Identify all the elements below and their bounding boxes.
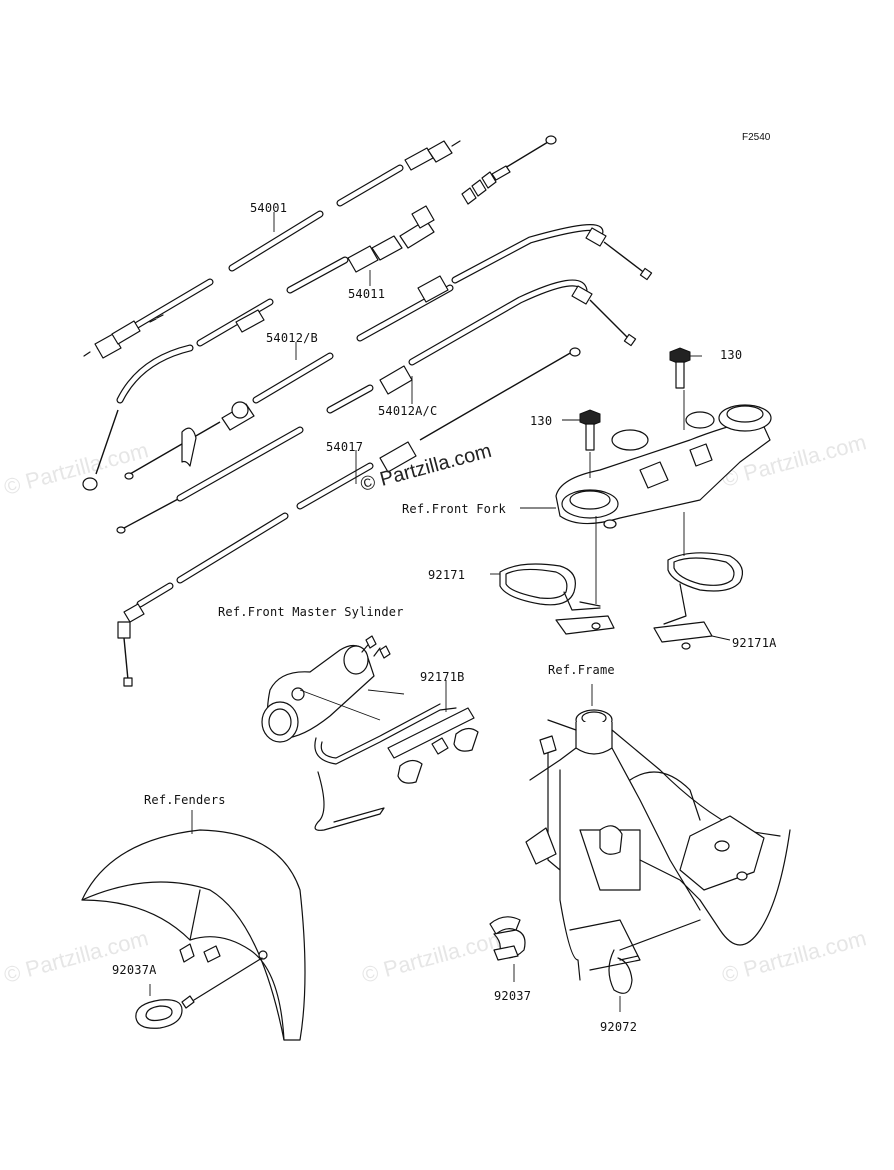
callout-54017: 54017 (326, 440, 364, 454)
ref-fenders: Ref.Fenders (144, 793, 226, 807)
callout-54011: 54011 (348, 287, 386, 301)
callout-54012b: 54012/B (266, 331, 318, 345)
callout-92171: 92171 (428, 568, 466, 582)
upper-triple-clamp (555, 347, 772, 529)
cable-54012b (124, 224, 653, 480)
callout-92037a: 92037A (112, 963, 157, 977)
clamp-92072 (608, 949, 639, 1012)
cable-54012ac (116, 279, 637, 534)
callout-92171b: 92171B (420, 670, 465, 684)
callout-130-top: 130 (720, 348, 743, 362)
callout-92037: 92037 (494, 989, 532, 1003)
callout-54001: 54001 (250, 201, 288, 215)
callout-130-side: 130 (530, 414, 553, 428)
cable-54017 (117, 347, 581, 687)
figure-code: F2540 (742, 132, 771, 143)
callout-92072: 92072 (600, 1020, 638, 1034)
clamp-92171a (653, 512, 743, 650)
frame (525, 684, 791, 981)
grommet-92037a (135, 957, 263, 1029)
callout-92171a: 92171A (732, 636, 777, 650)
ref-front-fork: Ref.Front Fork (402, 502, 506, 516)
callout-54012ac: 54012A/C (378, 404, 438, 418)
cable-54001 (83, 140, 461, 359)
ref-front-master-cylinder: Ref.Front Master Sylinder (218, 605, 404, 619)
clamp-92037 (489, 916, 526, 982)
clamp-92171 (499, 516, 615, 635)
ref-frame: Ref.Frame (548, 663, 615, 677)
master-cylinder-assembly (261, 635, 479, 831)
cable-54011 (82, 135, 557, 491)
front-fender (81, 810, 306, 1041)
